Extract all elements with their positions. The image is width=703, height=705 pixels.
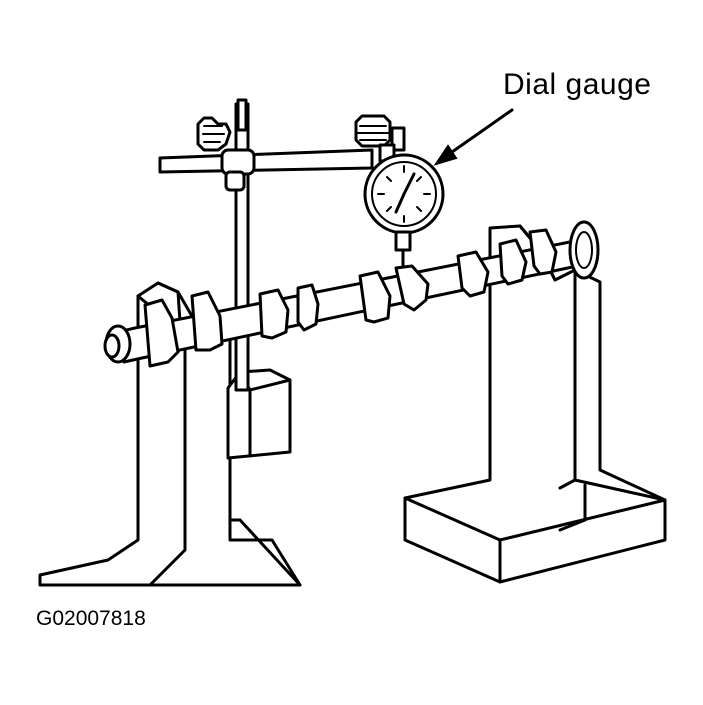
horizontal-arm bbox=[158, 148, 374, 192]
dial-gauge-label: Dial gauge bbox=[503, 68, 652, 101]
stand-rod bbox=[234, 98, 250, 392]
figure-id: G02007818 bbox=[36, 607, 146, 630]
dial-gauge bbox=[363, 143, 445, 270]
camshaft bbox=[103, 220, 600, 368]
clamp-knob-left bbox=[196, 116, 232, 152]
dial-gauge-leader-arrow bbox=[433, 108, 514, 166]
